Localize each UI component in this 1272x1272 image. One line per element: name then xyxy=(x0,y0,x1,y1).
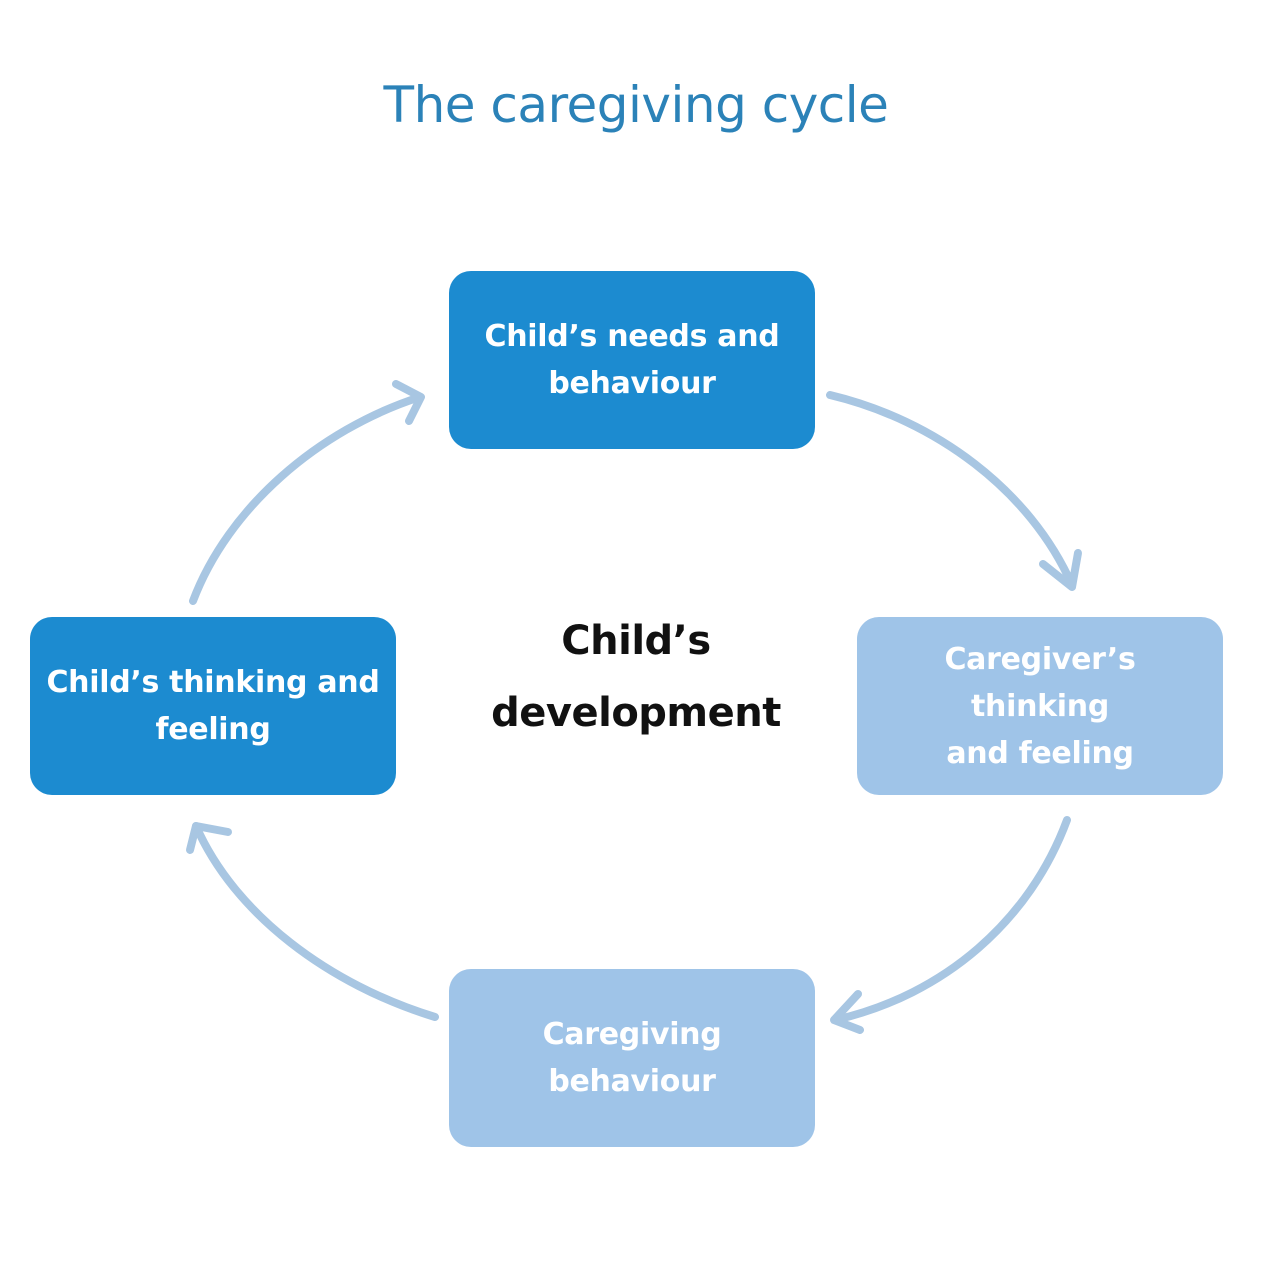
arrowhead-child-thinking-to-needs xyxy=(392,380,425,425)
node-label: Caregiver’s thinking and feeling xyxy=(944,641,1136,771)
arrowhead-caregiver-thinking-to-caregiving xyxy=(830,990,864,1034)
node-child-needs-and-behaviour: Child’s needs and behaviour xyxy=(449,271,815,449)
arrow-caregiving-to-child-thinking xyxy=(192,822,439,1021)
arrow-child-thinking-to-needs xyxy=(189,393,424,605)
center-label: Child’s development xyxy=(491,618,781,736)
node-caregiving-behaviour: Caregiving behaviour xyxy=(449,969,815,1147)
node-label: Caregiving behaviour xyxy=(542,1017,722,1099)
arrowhead-caregiving-to-child-thinking xyxy=(186,822,232,854)
node-caregiver-thinking-and-feeling: Caregiver’s thinking and feeling xyxy=(857,617,1223,795)
arrow-needs-to-caregiver-thinking xyxy=(826,391,1076,589)
node-label: Child’s thinking and feeling xyxy=(46,665,380,747)
node-child-thinking-and-feeling: Child’s thinking and feeling xyxy=(30,617,396,795)
node-label: Child’s needs and behaviour xyxy=(484,319,780,401)
arrowhead-needs-to-caregiver-thinking xyxy=(1039,549,1082,591)
diagram-title: The caregiving cycle xyxy=(383,76,889,134)
arrow-caregiver-thinking-to-caregiving xyxy=(831,816,1071,1024)
